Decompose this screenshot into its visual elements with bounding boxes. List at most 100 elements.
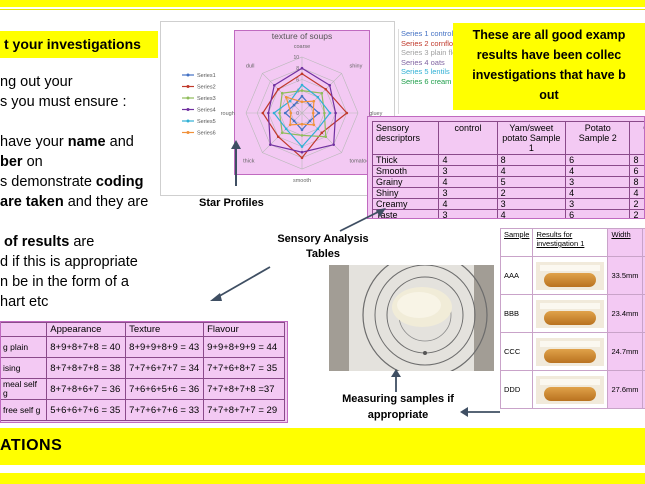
table-cell: 9+9+8+9+9 = 44: [203, 336, 285, 358]
table-cell: 6: [565, 209, 631, 218]
col-header: Texture: [125, 322, 205, 337]
radar-data-point: [289, 111, 293, 115]
radar-data-point: [283, 111, 287, 115]
radar-axis-label: rough: [221, 111, 235, 117]
radar-legend-marker: [186, 119, 190, 123]
instruction-text: s demonstrate: [0, 174, 96, 190]
radar-data-point: [316, 95, 320, 99]
radar-data-point: [300, 72, 304, 76]
label-card: [540, 264, 601, 271]
radar-data-point: [311, 111, 315, 115]
radar-data-point: [300, 145, 304, 148]
table-cell: 8+7+8+7+8 = 38: [46, 357, 127, 379]
table-cell: 7+7+6+7+7 = 34: [125, 357, 205, 379]
instruction-bold-text: of results: [0, 234, 70, 250]
table-cell: Grainy: [371, 176, 440, 188]
star-profiles-label: Star Profiles: [199, 197, 264, 209]
table-cell: 4: [629, 187, 644, 199]
table-cell: Shiny: [371, 187, 440, 199]
table-cell: 3: [438, 165, 498, 177]
table-cell: 3: [565, 176, 631, 188]
radar-data-point: [300, 89, 304, 92]
instruction-text: and they are: [63, 194, 149, 210]
col-header: Flavour: [203, 322, 285, 337]
bread-roll: [544, 310, 597, 325]
radar-legend-label: Series5: [197, 119, 216, 125]
instruction-line: n be in the form of a: [0, 272, 178, 292]
bread-roll-photo: [536, 299, 605, 328]
instruction-line: [0, 212, 178, 232]
instruction-bold-text: ber: [0, 154, 23, 170]
legend-entry: Series 2 cornflour: [401, 38, 458, 48]
instruction-line: ng out your: [0, 72, 178, 92]
instruction-line: of results are: [0, 232, 178, 252]
row-label: ising: [1, 357, 48, 379]
table-cell: 4: [438, 154, 498, 166]
radar-data-point: [320, 91, 324, 95]
table-cell: 4: [565, 187, 631, 199]
radar-axis-label: shiny: [350, 63, 363, 69]
radar-data-point: [272, 111, 276, 115]
legend-entry: Series 3 plain flour: [401, 48, 458, 57]
table-cell: 7+7+6+8+7 = 35: [203, 357, 285, 379]
table-cell: Thick: [371, 154, 440, 166]
radar-data-point: [300, 128, 304, 132]
radar-data-point: [345, 111, 349, 115]
instruction-text: ng out your: [0, 74, 73, 90]
legend-entry: Series 1 control: [401, 29, 454, 38]
banner-line: out: [539, 88, 559, 102]
radar-data-point: [324, 135, 328, 139]
radar-data-point: [292, 119, 296, 123]
instruction-text: on: [22, 154, 43, 170]
instruction-text: and: [105, 134, 134, 150]
measurement-table: Sample Results for investigation 1 Width…: [500, 228, 645, 409]
radar-data-point: [312, 123, 316, 127]
top-thin-line: [0, 9, 645, 10]
width-value: 24.7mm: [607, 332, 644, 371]
label-card: [540, 340, 601, 347]
radar-data-point: [312, 99, 316, 103]
radar-legend-marker: [186, 108, 190, 111]
radar-data-point: [280, 91, 284, 95]
table-cell: 2: [629, 198, 644, 210]
radar-axis-label: dull: [246, 63, 255, 69]
table-cell: 8: [629, 154, 644, 166]
sensory-analysis-table: Sensory descriptors control Yam/sweet po…: [371, 121, 644, 218]
radar-data-point: [328, 111, 332, 115]
bread-roll-photo: [536, 261, 605, 290]
instruction-text: hart etc: [0, 294, 49, 310]
radar-legend-label: Series2: [197, 85, 216, 91]
table-cell: 4: [496, 209, 567, 218]
radar-data-point: [328, 83, 332, 87]
table-cell: 4: [438, 198, 498, 210]
instruction-line: [0, 112, 178, 132]
width-value: 27.6mm: [607, 370, 644, 409]
table-cell: 7+6+6+5+6 = 36: [125, 378, 205, 400]
col-header: C S: [629, 121, 644, 155]
instruction-line: s you must ensure :: [0, 92, 178, 112]
sensory-table-panel: Sensory descriptors control Yam/sweet po…: [367, 116, 645, 219]
banner-line: results have been collec: [476, 48, 622, 62]
radar-data-point: [280, 131, 284, 135]
radar-data-point: [323, 111, 326, 115]
table-cell: 4: [565, 165, 631, 177]
bread-roll-photo: [536, 375, 605, 404]
instruction-line: d if this is appropriate: [0, 252, 178, 272]
radar-data-point: [272, 83, 276, 87]
instruction-text: have your: [0, 134, 68, 150]
col-header: Width: [607, 228, 644, 257]
row-label: g plain: [1, 336, 48, 358]
radar-chart: 1086420coarseshinyglueytomatoeysmooththi…: [182, 44, 383, 184]
radar-legend-marker: [186, 131, 190, 134]
radar-legend-label: Series4: [197, 108, 216, 114]
radar-legend-label: Series1: [197, 73, 216, 79]
banner-line: These are all good examp: [472, 28, 626, 42]
radar-tick-label: 10: [293, 55, 299, 61]
table-cell: 8+9+9+8+9 = 43: [125, 336, 205, 358]
radar-axis-label: gluey: [369, 111, 382, 117]
